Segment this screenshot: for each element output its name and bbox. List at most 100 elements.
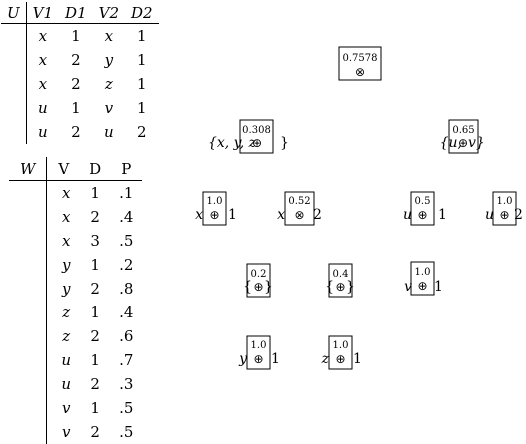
- node-right-label: }: [346, 279, 355, 295]
- table-cell: .6: [119, 327, 134, 346]
- product-icon: ⊗: [355, 65, 365, 79]
- node-y1: 1.0 y ⊕ 1: [238, 335, 280, 370]
- node-z: 0.4 { ⊕ }: [325, 263, 355, 298]
- node-box: [246, 263, 271, 298]
- table-cell: 1: [137, 99, 147, 117]
- table-cell: [9, 300, 48, 325]
- table-cell: u: [61, 375, 72, 394]
- table-row: u 1 v 1: [1, 96, 159, 120]
- node-value: 1.0: [497, 196, 513, 207]
- table-cell: 2: [137, 123, 147, 141]
- table-cell: x: [38, 75, 48, 93]
- table-w-header: W V D P: [9, 157, 143, 181]
- table-cell: 2: [71, 123, 81, 141]
- node-x1: 1.0 x ⊕ 1: [195, 191, 237, 226]
- table-cell: x: [38, 27, 48, 45]
- table-cell: v: [104, 99, 114, 117]
- table-cell: 1: [90, 351, 100, 370]
- table-cell: 1: [90, 303, 100, 322]
- node-left-label: {x, y, z: [208, 135, 257, 151]
- table-cell: 2: [90, 279, 100, 298]
- table-cell: y: [62, 255, 71, 274]
- node-value: 0.4: [333, 269, 349, 280]
- sum-icon: ⊕: [417, 279, 427, 293]
- table-cell: [1, 72, 27, 96]
- table-cell: u: [61, 351, 72, 370]
- table-cell: y: [104, 51, 114, 69]
- sum-icon: ⊕: [458, 136, 468, 150]
- table-cell: .4: [119, 303, 134, 322]
- product-icon: ⊗: [294, 208, 304, 222]
- node-uv: 0.65 {u, ⊕ v}: [440, 119, 485, 154]
- node-value: 0.52: [288, 196, 310, 207]
- table-cell: 1: [137, 27, 147, 45]
- table-w-header-cell: D: [80, 157, 111, 181]
- table-u-header: U V1 D1 V2 D2: [1, 2, 159, 24]
- node-right-label: 1: [353, 351, 362, 367]
- table-cell: 1: [137, 51, 147, 69]
- table-cell: z: [62, 327, 71, 346]
- node-value: 0.2: [251, 269, 267, 280]
- node-right-label: 1: [271, 351, 280, 367]
- node-value: 0.5: [415, 196, 431, 207]
- table-cell: y: [62, 279, 71, 298]
- sum-icon: ⊕: [253, 280, 263, 294]
- table-cell: 2: [71, 51, 81, 69]
- table-cell: [1, 23, 27, 48]
- table-cell: .8: [119, 279, 134, 298]
- node-x2: 0.52 x ⊗ 2: [277, 191, 322, 226]
- table-cell: [9, 180, 48, 205]
- sum-icon: ⊕: [252, 136, 262, 150]
- table-cell: .7: [119, 351, 134, 370]
- table-cell: [9, 228, 48, 253]
- node-u1: 0.5 u ⊕ 1: [403, 191, 447, 226]
- table-cell: 1: [137, 75, 147, 93]
- node-value: 1.0: [207, 196, 223, 207]
- node-left-label: v: [404, 279, 412, 295]
- node-right-label: 2: [514, 207, 523, 223]
- sum-icon: ⊕: [417, 208, 427, 222]
- node-right-label: }: [264, 279, 273, 295]
- table-u-header-cell: V2: [92, 2, 126, 24]
- table-cell: .5: [119, 231, 134, 250]
- sum-icon: ⊕: [209, 208, 219, 222]
- table-cell: u: [38, 123, 48, 141]
- table-row: x 2 z 1: [1, 72, 159, 96]
- node-box: [492, 191, 517, 226]
- node-right-label: v}: [468, 135, 485, 151]
- table-u-header-cell: V1: [26, 2, 60, 24]
- node-root: 0.7578 ⊗: [338, 46, 382, 81]
- table-cell: 1: [71, 27, 81, 45]
- node-u2: 1.0 u ⊕ 2: [485, 191, 523, 226]
- table-cell: 1: [90, 398, 100, 417]
- node-value: 0.7578: [343, 53, 378, 64]
- circuit-diagram: 0.7578 ⊗ 0.308 {x, y, z ⊕ } 0.65 {u, ⊕ v…: [195, 46, 523, 370]
- node-left-label: y: [238, 351, 248, 367]
- table-cell: [1, 96, 27, 120]
- table-cell: [9, 276, 48, 301]
- node-right-label: 1: [228, 207, 237, 223]
- table-cell: 2: [71, 75, 81, 93]
- table-cell: [1, 120, 27, 144]
- table-row: x 1 x 1: [1, 23, 159, 48]
- node-box: [246, 335, 271, 370]
- table-cell: [9, 204, 48, 229]
- node-box: [448, 119, 479, 154]
- table-cell: 1: [90, 255, 100, 274]
- node-right-label: 1: [438, 207, 447, 223]
- node-left-label: u: [485, 207, 494, 223]
- node-value: 1.0: [251, 340, 267, 351]
- table-w-header-cell: P: [110, 157, 143, 181]
- table-w-header-cell: V: [46, 157, 81, 181]
- node-xyz: 0.308 {x, y, z ⊕ }: [208, 119, 289, 154]
- node-box: [284, 191, 315, 226]
- node-value: 0.308: [242, 125, 271, 136]
- table-cell: [9, 348, 48, 373]
- node-left-label: {: [325, 279, 334, 295]
- sum-icon: ⊕: [253, 352, 263, 366]
